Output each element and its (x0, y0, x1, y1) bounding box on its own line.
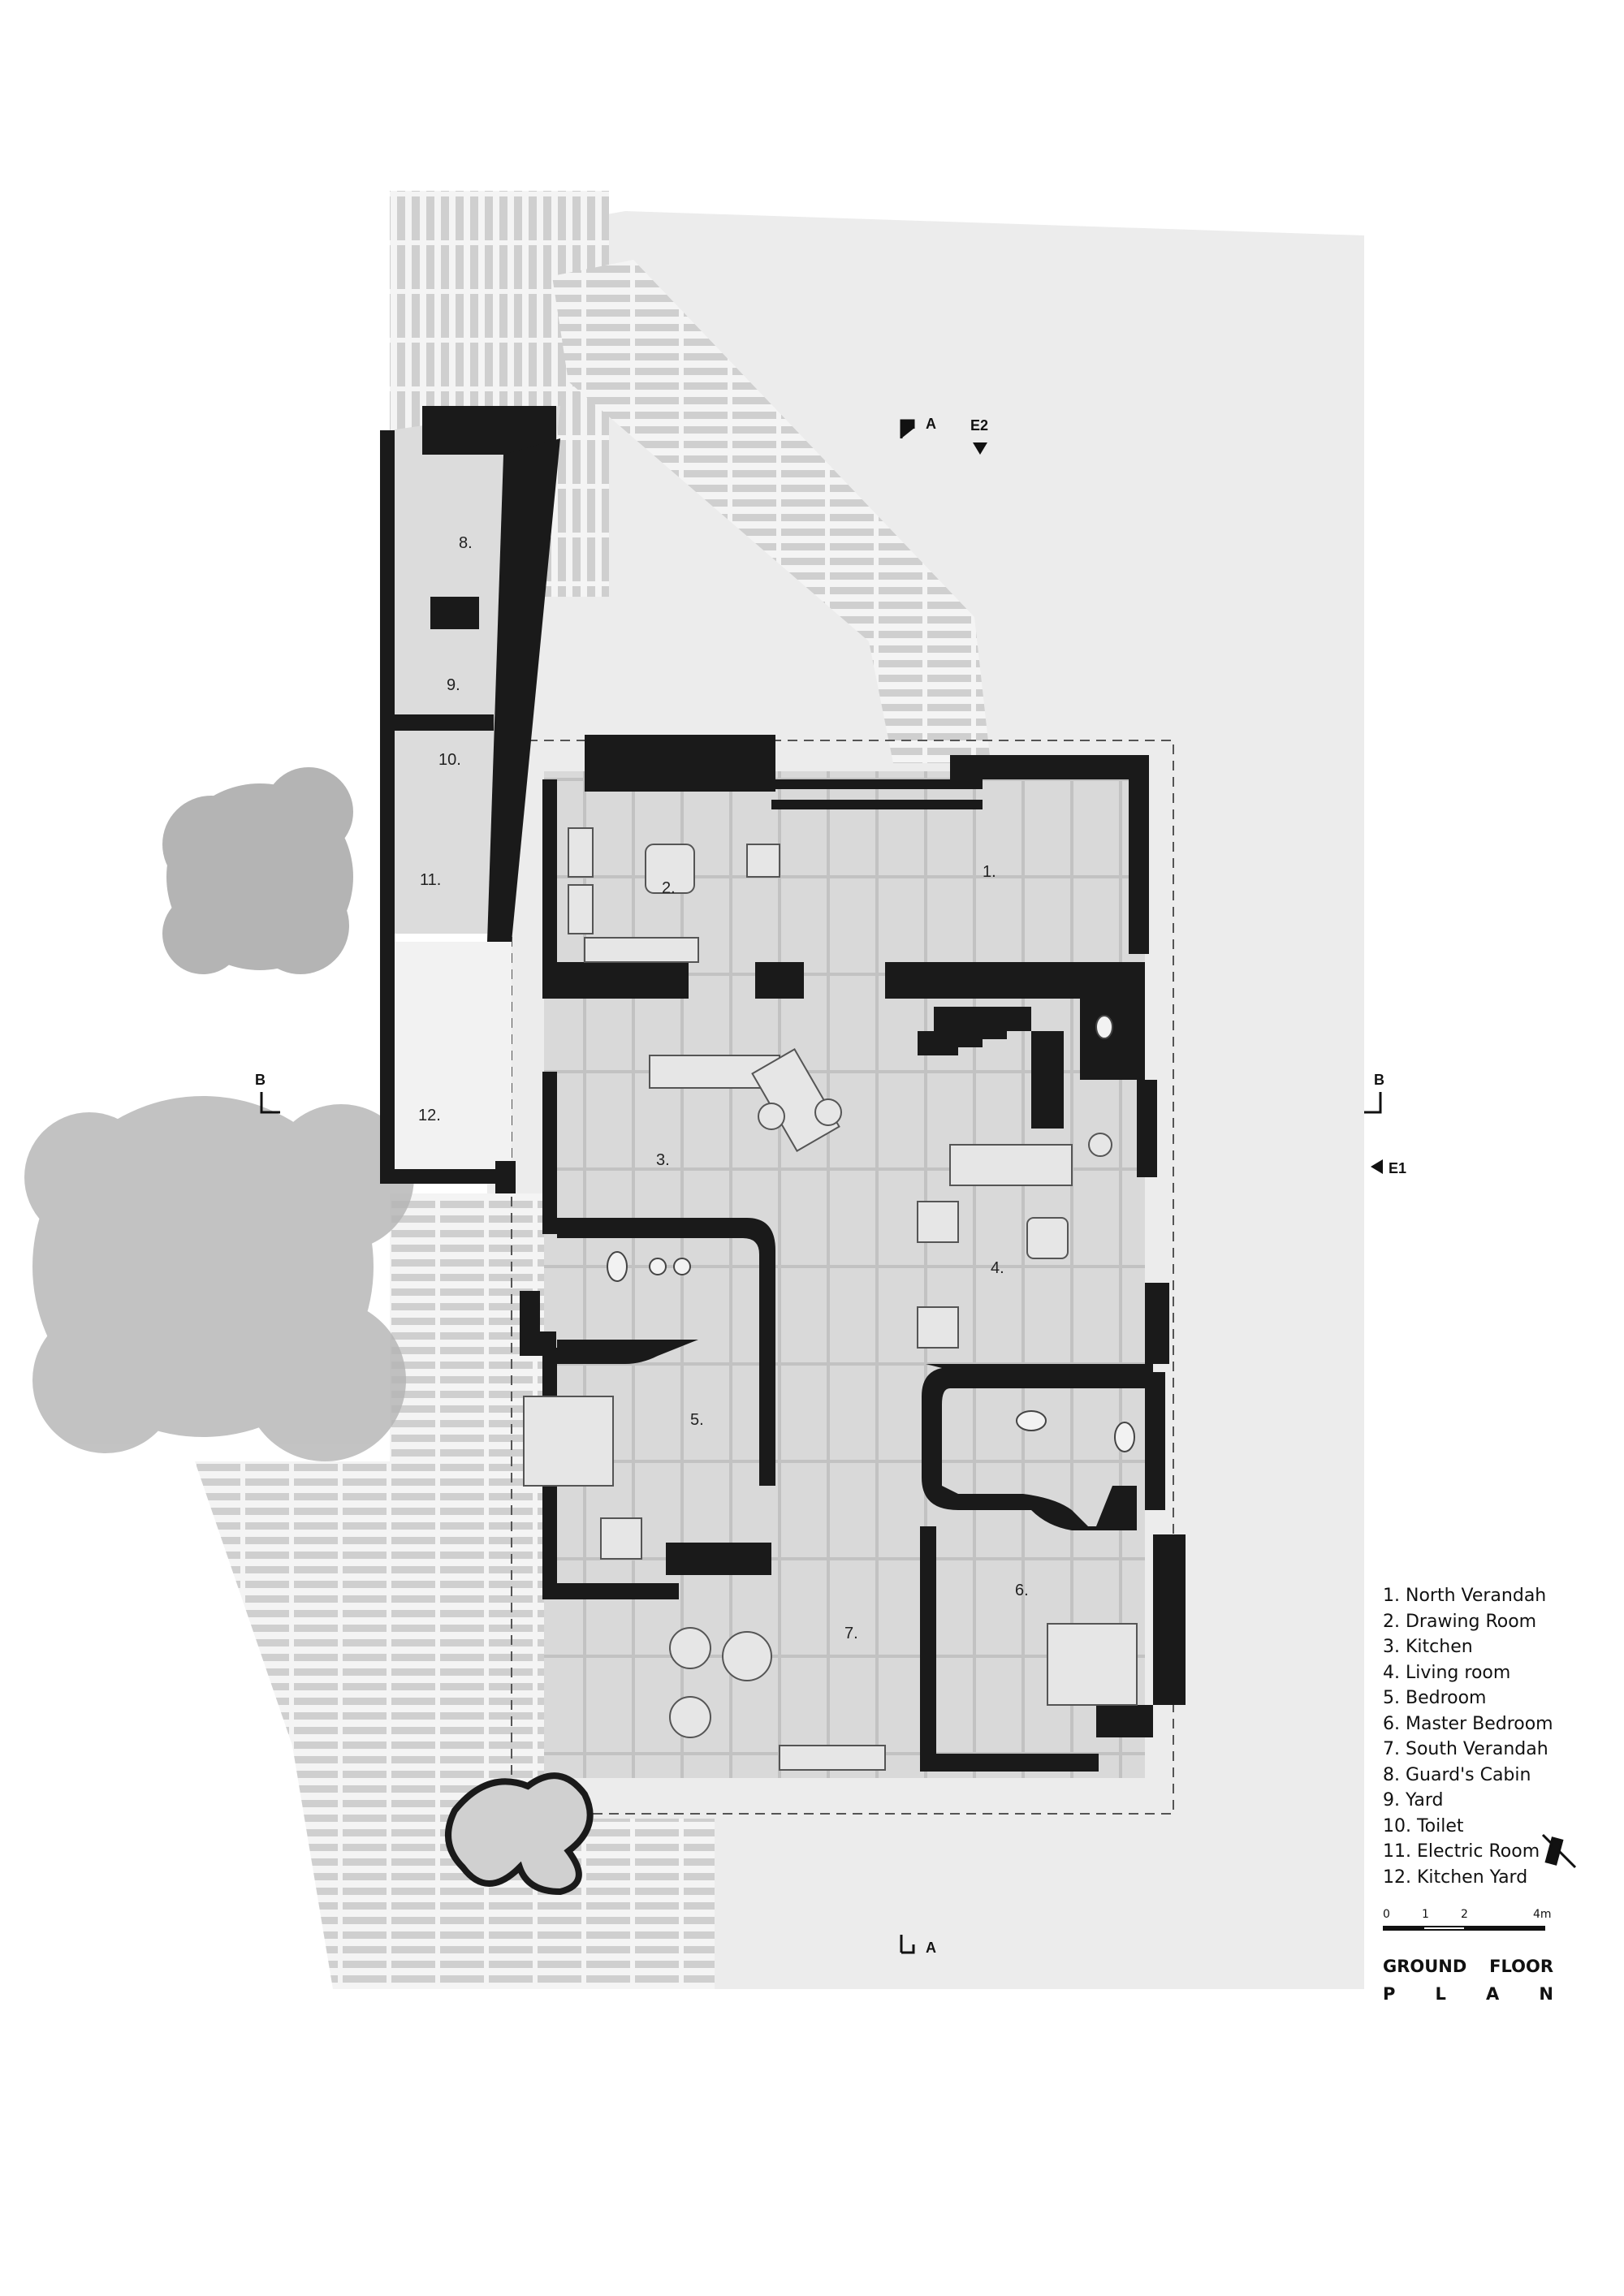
legend-item: 8. Guard's Cabin (1383, 1764, 1531, 1785)
section-mark-b-left: B (255, 1072, 280, 1114)
tree-south (24, 1096, 414, 1461)
legend-item: 10. Toilet (1383, 1815, 1464, 1836)
legend-item: 12. Kitchen Yard (1383, 1867, 1528, 1888)
scale-bar: 0 1 2 4m (1383, 1908, 1553, 1949)
room-tag-yard: 9. (447, 676, 460, 694)
kitchen-yard-floor (390, 942, 512, 1169)
legend-item: 7. South Verandah (1383, 1739, 1548, 1759)
room-tag-north-verandah: 1. (983, 863, 996, 881)
svg-text:E1: E1 (1389, 1160, 1406, 1176)
plan-title: GROUND FLOOR P L A N (1383, 1953, 1553, 2008)
furniture (523, 827, 1138, 1771)
legend-item: 11. Electric Room (1383, 1841, 1540, 1862)
scale-tick: 2 (1461, 1908, 1468, 1921)
legend-item: 3. Kitchen (1383, 1637, 1473, 1657)
paving-curved-path (552, 260, 991, 763)
elevation-mark-e1: E1 (1371, 1159, 1406, 1176)
svg-text:A: A (926, 1940, 936, 1956)
svg-text:B: B (1374, 1072, 1384, 1088)
title-letter: L (1435, 1984, 1446, 2004)
staircase (918, 1007, 1064, 1129)
svg-text:A: A (926, 416, 936, 432)
legend-item: 6. Master Bedroom (1383, 1713, 1553, 1734)
legend-item: 4. Living room (1383, 1662, 1511, 1683)
room-tag-toilet: 10. (438, 751, 461, 769)
room-tag-kitchen-yard: 12. (418, 1107, 441, 1124)
svg-text:B: B (255, 1072, 266, 1088)
section-mark-b-right: B (1364, 1072, 1384, 1114)
room-tag-bedroom: 5. (690, 1411, 704, 1429)
elevation-mark-e2: E2 (970, 417, 988, 455)
title-letter: N (1539, 1984, 1553, 2004)
room-tag-south-verandah: 7. (844, 1625, 858, 1642)
title-letter: P (1383, 1984, 1396, 2004)
room-tag-guards-cabin: 8. (459, 534, 473, 552)
north-arrow-icon (1541, 1833, 1577, 1869)
room-tag-master-bedroom: 6. (1015, 1582, 1029, 1599)
toilet-fixtures (607, 1015, 1135, 1452)
legend-item: 9. Yard (1383, 1790, 1444, 1810)
house-walls (520, 735, 1186, 1772)
legend-item: 5. Bedroom (1383, 1688, 1487, 1708)
plot-boundary (511, 740, 1174, 1815)
tree-north (162, 767, 353, 974)
room-tag-living-room: 4. (991, 1259, 1004, 1277)
legend-item: 2. Drawing Room (1383, 1611, 1537, 1632)
scale-tick: 4m (1533, 1908, 1552, 1921)
scale-tick: 1 (1422, 1908, 1429, 1921)
title-letter: A (1486, 1984, 1500, 2004)
legend-item: 1. North Verandah (1383, 1586, 1547, 1606)
title-word: FLOOR (1489, 1957, 1553, 1976)
scale-bar-graphic (1383, 1926, 1545, 1931)
section-mark-a-top: A (900, 416, 936, 438)
garden-sculpture (445, 1772, 594, 1896)
guard-block-walls (380, 406, 560, 1193)
paving-southwest (195, 1461, 715, 1989)
room-tag-electric-room: 11. (420, 871, 441, 889)
section-mark-a-bottom: A (900, 1935, 936, 1956)
room-tag-kitchen: 3. (656, 1151, 670, 1169)
room-legend: 1. North Verandah 2. Drawing Room 3. Kit… (1383, 1583, 1594, 1890)
scale-tick: 0 (1383, 1908, 1390, 1921)
title-word: GROUND (1383, 1957, 1467, 1976)
svg-text:E2: E2 (970, 417, 988, 434)
room-tag-drawing-room: 2. (662, 879, 676, 897)
